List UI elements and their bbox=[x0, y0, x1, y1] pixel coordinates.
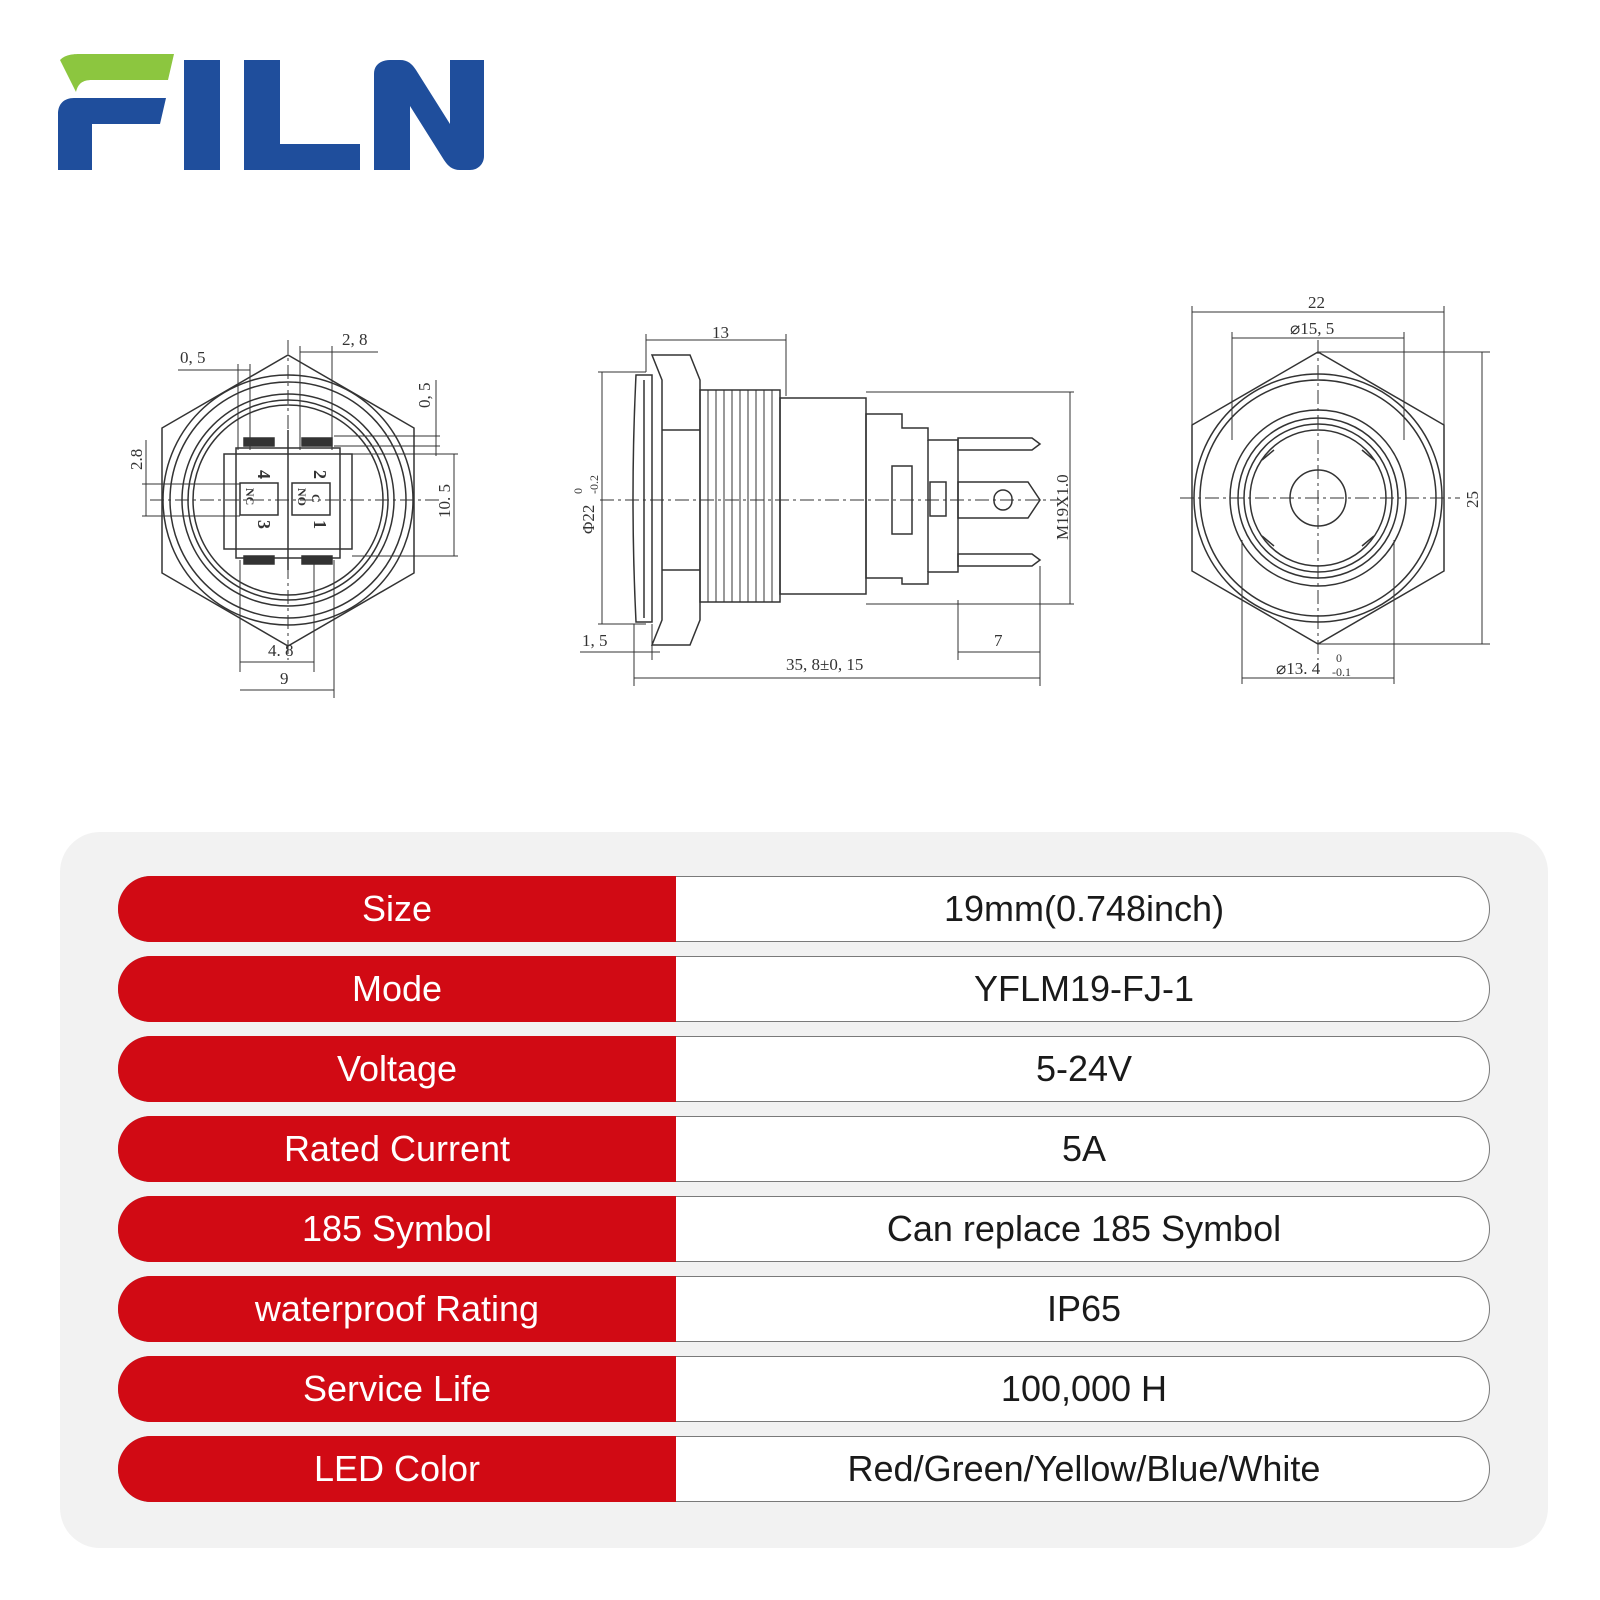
side-view-labels: 13 Φ22 0 -0.2 M19X1.0 1, 5 35, 8±0, 15 7 bbox=[571, 323, 1072, 674]
terminal-no: NO bbox=[295, 488, 309, 506]
terminal-2: 2 bbox=[310, 470, 330, 479]
front-dim-25: 25 bbox=[1463, 491, 1482, 508]
side-dim-7: 7 bbox=[994, 631, 1003, 650]
terminal-1: 1 bbox=[310, 520, 330, 529]
spec-value: Red/Green/Yellow/Blue/White bbox=[847, 1448, 1321, 1489]
side-dim-length: 35, 8±0, 15 bbox=[786, 655, 863, 674]
front-dim-22: 22 bbox=[1308, 293, 1325, 312]
technical-drawings: 0, 5 2, 8 0, 5 2.8 10. 5 4. 8 9 4 2 NC N… bbox=[127, 293, 1490, 698]
filn-logo-letters bbox=[58, 54, 484, 170]
front-dim-tol-0: 0 bbox=[1336, 651, 1342, 665]
side-dim-13: 13 bbox=[712, 323, 729, 342]
spec-label: Service Life bbox=[118, 1356, 676, 1422]
side-dim-phi22: Φ22 bbox=[579, 505, 598, 534]
terminal-4: 4 bbox=[254, 470, 274, 479]
spec-label: waterproof Rating bbox=[118, 1276, 676, 1342]
back-dim-2-8-b: 2.8 bbox=[127, 449, 146, 470]
terminal-c: C bbox=[309, 494, 323, 503]
spec-value: IP65 bbox=[1046, 1288, 1122, 1329]
front-dim-phi15-5: ⌀15, 5 bbox=[1290, 319, 1334, 338]
spec-row-size: Size 19mm(0.748inch) bbox=[118, 876, 1490, 942]
spec-label: Voltage bbox=[118, 1036, 676, 1102]
spec-value: YFLM19-FJ-1 bbox=[973, 968, 1195, 1009]
spec-value: 5A bbox=[1061, 1128, 1107, 1169]
back-dim-0-5-b: 0, 5 bbox=[415, 383, 434, 409]
front-dim-tol-neg: -0.1 bbox=[1332, 665, 1351, 679]
front-view-drawing bbox=[1180, 306, 1490, 684]
side-dim-thread: M19X1.0 bbox=[1053, 474, 1072, 540]
spec-value: 100,000 H bbox=[1000, 1368, 1168, 1409]
side-dim-1-5: 1, 5 bbox=[582, 631, 608, 650]
back-dim-4-8: 4. 8 bbox=[268, 641, 294, 660]
spec-label: 185 Symbol bbox=[118, 1196, 676, 1262]
spec-label: Mode bbox=[118, 956, 676, 1022]
front-view-labels: 22 ⌀15, 5 25 ⌀13. 4 0 -0.1 bbox=[1276, 293, 1482, 679]
back-view-labels: 0, 5 2, 8 0, 5 2.8 10. 5 4. 8 9 4 2 NC N… bbox=[127, 330, 454, 688]
front-dim-phi13-4: ⌀13. 4 bbox=[1276, 659, 1321, 678]
spec-row-mode: Mode YFLM19-FJ-1 bbox=[118, 956, 1490, 1022]
back-dim-9: 9 bbox=[280, 669, 289, 688]
terminal-3: 3 bbox=[254, 520, 274, 529]
spec-row-led-color: LED Color Red/Green/Yellow/Blue/White bbox=[118, 1436, 1490, 1502]
spec-row-rated-current: Rated Current 5A bbox=[118, 1116, 1490, 1182]
spec-panel: Size 19mm(0.748inch) Mode YFLM19-FJ-1 Vo… bbox=[60, 832, 1548, 1548]
side-dim-tol-0: 0 bbox=[571, 488, 585, 494]
spec-row-waterproof-rating: waterproof Rating IP65 bbox=[118, 1276, 1490, 1342]
terminal-nc: NC bbox=[243, 488, 257, 505]
back-dim-10-5: 10. 5 bbox=[435, 484, 454, 518]
spec-value: 19mm(0.748inch) bbox=[943, 888, 1225, 929]
spec-label: Rated Current bbox=[118, 1116, 676, 1182]
back-dim-0-5-a: 0, 5 bbox=[180, 348, 206, 367]
back-dim-2-8-a: 2, 8 bbox=[342, 330, 368, 349]
spec-label: Size bbox=[118, 876, 676, 942]
spec-label: LED Color bbox=[118, 1436, 676, 1502]
side-view-drawing bbox=[580, 334, 1074, 686]
spec-value: Can replace 185 Symbol bbox=[886, 1208, 1282, 1249]
filn-logo bbox=[58, 54, 484, 170]
side-dim-tol-neg: -0.2 bbox=[587, 475, 601, 494]
spec-row-185-symbol: 185 Symbol Can replace 185 Symbol bbox=[118, 1196, 1490, 1262]
spec-row-service-life: Service Life 100,000 H bbox=[118, 1356, 1490, 1422]
back-view-drawing bbox=[142, 340, 458, 698]
spec-row-voltage: Voltage 5-24V bbox=[118, 1036, 1490, 1102]
spec-value: 5-24V bbox=[1035, 1048, 1133, 1089]
